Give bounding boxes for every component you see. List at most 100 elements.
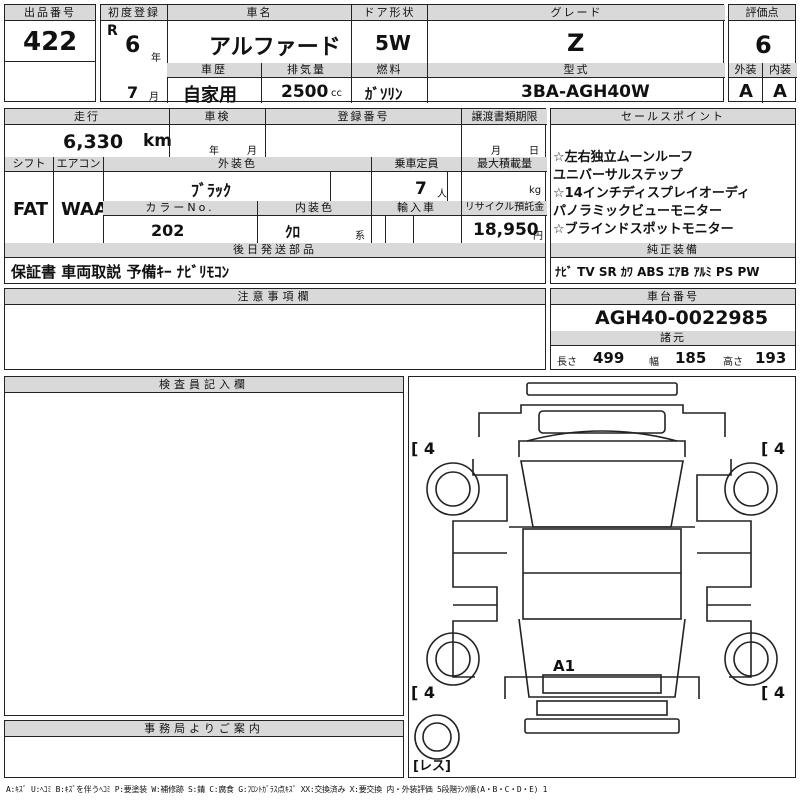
divider [261,63,262,103]
door-type: 5W [375,31,411,55]
tire-rear-right: [ 4 [761,683,786,702]
int-score-label: 内装 [762,63,797,78]
car-diagram [414,382,778,760]
int-color-value: ｸﾛ [285,223,301,241]
reg-no-label: 登録番号 [265,109,461,125]
spare-tire-value: レス [418,759,445,774]
chassis-value: AGH40-0022985 [595,307,769,329]
notes-label: 注意事項欄 [5,289,545,305]
load-unit: kg [529,185,542,196]
recycle-label: リサイクル預託金 [461,201,547,216]
divider [461,157,462,243]
color-no-value: 202 [151,221,185,240]
office-box: 事務局よりご案内 [4,720,404,778]
model-label: 型式 [427,63,725,78]
main-top-box: 初度登録 車名 ドア形状 グレード R 6 年 アルファード 5W Z 車歴 排… [100,4,725,106]
height-value: 193 [755,349,787,367]
ext-score-label: 外装 [729,63,762,78]
inspection-month-unit: 月 [247,146,257,157]
car-name-label: 車名 [167,5,351,21]
recycle-value: 18,950 [473,220,539,240]
capacity-value: 7 [415,179,427,199]
tire-front-right: [ 4 [761,439,786,458]
ext-color-label: 外装色 [103,157,371,172]
damage-mark: A1 [553,657,576,675]
sales-point-item: ☆14インチディスプレイオーディ [553,186,750,201]
inspector-box: 検査員記入欄 [4,376,404,716]
height-label: 高さ [723,357,743,368]
reg-label: 初度登録 [101,5,167,21]
grade-label: グレード [427,5,725,21]
office-label: 事務局よりご案内 [5,721,403,737]
details-box: 走行 車検 登録番号 譲渡書類期限 6,330 km 年 月 月 日 シフト エ… [4,108,547,284]
divider [257,201,258,243]
displacement-value: 2500 [281,82,329,102]
int-score: A [773,81,787,102]
notes-box: 注意事項欄 [4,288,546,370]
transfer-label: 譲渡書類期限 [461,109,547,125]
width-value: 185 [675,349,707,367]
mileage-unit: km [143,131,173,151]
length-value: 499 [593,349,625,367]
chassis-label: 車台番号 [551,289,795,305]
inspection-label: 車検 [169,109,265,125]
width-label: 幅 [649,357,659,368]
ext-score: A [739,81,753,102]
divider [169,109,170,157]
specs-label: 諸元 [551,331,795,346]
int-color-label: 内装色 [257,201,371,216]
color-no-label: カラーNo. [103,201,257,216]
sales-label: セールスポイント [551,109,795,125]
shift-label: シフト [5,157,53,172]
tire-rear-left: [ 4 [411,683,436,702]
divider [103,157,104,243]
lot-label: 出品番号 [5,5,95,21]
divider [265,109,266,157]
length-label: 長さ [557,357,577,368]
legend: A:ｷｽﾞ U:ﾍｺﾐ B:ｷｽﾞを伴うﾍｺﾐ P:要塗装 W:補修跡 S:錆 … [6,785,548,794]
import-label: 輸入車 [371,201,461,216]
divider [330,172,331,201]
sales-point-item: ☆ブラインドスポットモニター [553,222,734,237]
equipment-value: ﾅﾋﾞ TV SR ｶﾜ ABS ｴｱB ｱﾙﾐ PS PW [555,265,760,279]
divider [461,109,462,157]
load-label: 最大積載量 [461,157,547,172]
mileage-label: 走行 [5,109,169,125]
divider [167,5,168,103]
reg-era: R [107,23,118,39]
door-label: ドア形状 [351,5,427,21]
grade-value: Z [567,29,585,57]
score-box: 評価点 6 外装 内装 A A [728,4,797,103]
aircon-value: WAA [61,199,108,220]
transfer-day-unit: 日 [529,146,539,157]
chassis-box: 車台番号 AGH40-0022985 諸元 長さ 499 幅 185 高さ 19… [550,288,796,370]
divider [427,5,428,103]
divider [371,157,372,243]
history-label: 車歴 [167,63,261,78]
inspection-year-unit: 年 [209,146,219,157]
car-diagram-box: [ 4 [ 4 [ 4 [ 4 A1 [レス] [408,376,796,778]
divider [351,5,352,63]
displacement-unit: cc [331,88,342,99]
divider [351,63,352,103]
sales-list: ☆左右独立ムーンルーフユニバーサルステップ☆14インチディスプレイオーディパノラ… [553,149,750,239]
car-name: アルファード [209,35,341,60]
inspector-label: 検査員記入欄 [5,377,403,393]
later-parts-label: 後日発送部品 [5,243,545,258]
lot-box: 出品番号 422 [4,4,96,102]
divider [5,61,95,62]
sales-point-item: パノラミックビューモニター [553,204,723,219]
displacement-label: 排気量 [261,63,351,78]
mileage-value: 6,330 [63,131,124,153]
transfer-month-unit: 月 [491,146,501,157]
fuel-label: 燃料 [351,63,427,78]
lot-number: 422 [23,27,78,57]
tire-front-left-value: 4 [423,439,436,458]
reg-year: 6 [125,33,141,58]
divider [413,216,414,243]
int-color-unit: 系 [355,231,365,242]
reg-year-unit: 年 [151,53,161,64]
reg-month: 7 [127,83,139,102]
history-value: 自家用 [183,85,237,106]
tire-front-left: [ 4 [411,439,436,458]
